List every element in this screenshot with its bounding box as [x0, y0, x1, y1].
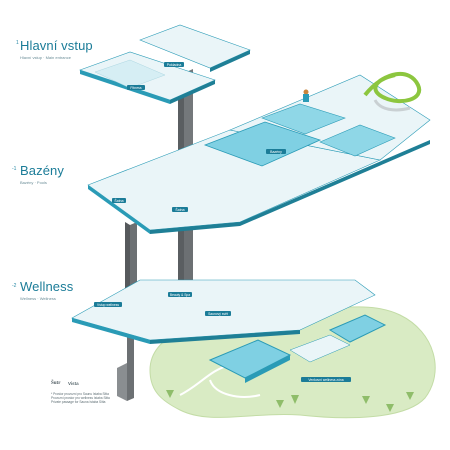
level-minus2-subtitle: Wellness · Wellness — [20, 296, 56, 301]
beauty-label: Beauty & Spa — [170, 293, 190, 297]
logo-left: Šutr — [51, 381, 61, 386]
level-1-number: 1 — [16, 40, 19, 46]
footer-note: * Prostor provozní pro Saunu Istaba Sitt… — [51, 392, 110, 404]
sprchy-label: Šatna — [175, 207, 184, 212]
water-slide — [363, 71, 422, 104]
pokladna-label: Pokladna — [167, 63, 182, 67]
level-minus2-number: -2 — [12, 283, 17, 289]
level-minus1-number: -1 — [12, 166, 17, 172]
fitness-label: Fitness — [130, 86, 142, 90]
footer-line-1: * Prostor provozní pro Saunu Istaba Sitt… — [51, 392, 109, 396]
level-minus1-title: Bazény — [20, 163, 64, 178]
satna-label: Šatna — [114, 198, 123, 203]
tree-icon — [166, 390, 414, 412]
level-minus2-title: Wellness — [20, 279, 74, 294]
logo-right: Vista — [68, 381, 79, 386]
wellness-entry-label: Vstup wellness — [97, 303, 119, 307]
level-minus2-floor — [71, 279, 387, 383]
level-1-floor — [79, 24, 251, 104]
level-1-subtitle: Hlavní vstup · Main entrance — [20, 55, 71, 60]
footer-line-2: Provozní prostor pro wellness Istaba Sit… — [51, 396, 110, 400]
level-minus1-subtitle: Bazény · Pools — [20, 180, 47, 185]
sauna-label: Saunový svět — [208, 312, 228, 316]
swimmer-figure — [303, 89, 309, 102]
bazeny-label: Bazény — [270, 150, 282, 154]
footer-line-3: Private passage for Sauna Istaba Sitta — [51, 400, 106, 404]
level-minus1-floor — [87, 71, 431, 234]
outdoor-zone-label: Venkovní wellness zóna — [308, 378, 343, 382]
level-1-title: Hlavní vstup — [20, 38, 93, 53]
